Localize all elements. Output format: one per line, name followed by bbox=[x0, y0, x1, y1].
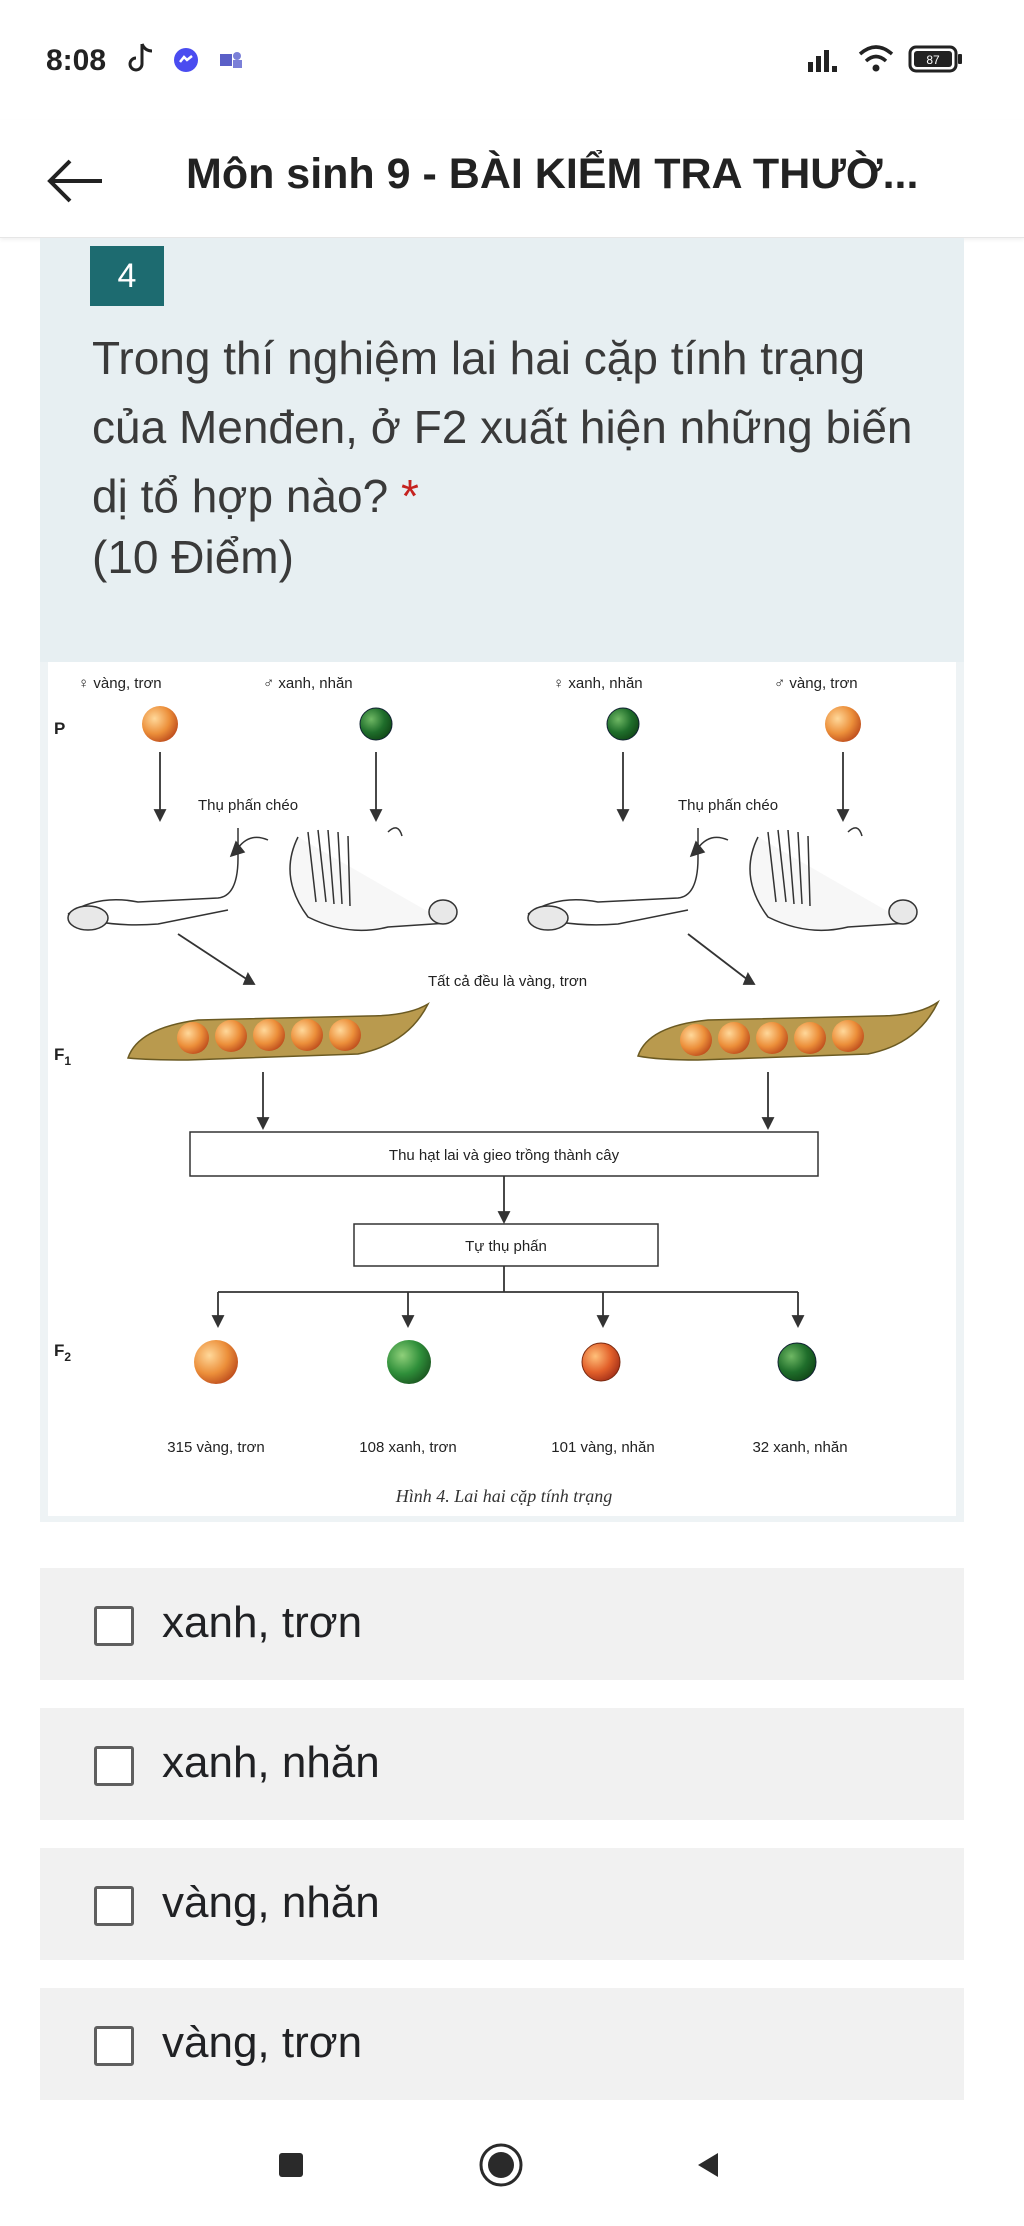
process-box-2 bbox=[353, 1223, 659, 1267]
pea-yellow-smooth bbox=[142, 706, 178, 742]
mendel-cross-diagram: ♀ vàng, trơn ♂ xanh, nhăn ♀ xanh, nhăn ♂… bbox=[54, 675, 940, 1506]
f2-label-2: 108 xanh, trơn bbox=[359, 1439, 456, 1456]
battery-icon: 87 bbox=[908, 45, 962, 73]
pea-yellow-smooth bbox=[194, 1340, 238, 1384]
battery-level: 87 bbox=[926, 53, 940, 67]
option-4[interactable]: vàng, trơn bbox=[40, 1988, 964, 2100]
page-title: Môn sinh 9 - BÀI KIỂM TRA THƯỜ... bbox=[186, 150, 919, 198]
home-icon[interactable] bbox=[476, 2140, 526, 2190]
generation-f2: F2 bbox=[54, 1341, 71, 1364]
f1-note: Tất cả đều là vàng, trơn bbox=[428, 973, 587, 990]
p-arrows bbox=[153, 752, 850, 823]
box1-text: Thu hạt lai và gieo trồng thành cây bbox=[389, 1147, 620, 1164]
f2-label-1: 315 vàng, trơn bbox=[167, 1439, 264, 1456]
app-header: Môn sinh 9 - BÀI KIỂM TRA THƯỜ... bbox=[0, 120, 1024, 238]
pea-green-smooth bbox=[387, 1340, 431, 1384]
status-time: 8:08 bbox=[46, 44, 107, 77]
question-number-badge: 4 bbox=[90, 246, 164, 306]
cross-label-left: Thụ phấn chéo bbox=[198, 797, 298, 814]
pod-left bbox=[126, 1002, 430, 1061]
generation-f1: F1 bbox=[54, 1045, 71, 1068]
p-label-2: ♂ xanh, nhăn bbox=[263, 675, 353, 692]
figure-image: ♀ vàng, trơn ♂ xanh, nhăn ♀ xanh, nhăn ♂… bbox=[48, 662, 956, 1516]
process-box-1 bbox=[189, 1131, 819, 1177]
box1-arrows bbox=[256, 1072, 775, 1131]
question-text: Trong thí nghiệm lai hai cặp tính trạng … bbox=[92, 324, 932, 531]
option-label: vàng, trơn bbox=[162, 2018, 363, 2067]
option-checkbox[interactable] bbox=[94, 2026, 134, 2066]
box2-arrow bbox=[497, 1176, 511, 1225]
status-bar: 8:08 87 bbox=[0, 0, 1024, 120]
f2-label-3: 101 vàng, nhăn bbox=[551, 1439, 654, 1456]
p-label-3: ♀ xanh, nhăn bbox=[553, 675, 643, 692]
f2-label-4: 32 xanh, nhăn bbox=[752, 1439, 847, 1456]
system-nav-bar bbox=[0, 2104, 1024, 2226]
option-checkbox[interactable] bbox=[94, 1746, 134, 1786]
pea-green-wrinkled bbox=[777, 1342, 817, 1382]
generation-p: P bbox=[54, 719, 65, 738]
messenger-icon bbox=[174, 48, 198, 72]
option-label: xanh, nhăn bbox=[162, 1738, 380, 1787]
recents-icon[interactable] bbox=[276, 2150, 306, 2180]
question-text-body: Trong thí nghiệm lai hai cặp tính trạng … bbox=[92, 332, 913, 522]
option-label: xanh, trơn bbox=[162, 1598, 363, 1647]
pod-right bbox=[637, 999, 940, 1061]
option-checkbox[interactable] bbox=[94, 1606, 134, 1646]
signal-icon bbox=[808, 50, 837, 72]
option-2[interactable]: xanh, nhăn bbox=[40, 1708, 964, 1820]
f2-branch-arrows bbox=[211, 1266, 805, 1329]
p-label-4: ♂ vàng, trơn bbox=[774, 675, 858, 692]
option-label: vàng, nhăn bbox=[162, 1878, 380, 1927]
question-figure: ♀ vàng, trơn ♂ xanh, nhăn ♀ xanh, nhăn ♂… bbox=[40, 662, 964, 1522]
required-mark: * bbox=[400, 470, 419, 522]
pea-yellow-smooth bbox=[825, 706, 861, 742]
question-points: (10 Điểm) bbox=[92, 531, 294, 583]
figure-caption: Hình 4. Lai hai cặp tính trạng bbox=[395, 1486, 613, 1506]
option-3[interactable]: vàng, nhăn bbox=[40, 1848, 964, 1960]
question-card: 4 Trong thí nghiệm lai hai cặp tính trạn… bbox=[40, 238, 964, 662]
back-icon[interactable] bbox=[694, 2150, 724, 2180]
option-checkbox[interactable] bbox=[94, 1886, 134, 1926]
p-label-1: ♀ vàng, trơn bbox=[78, 675, 162, 692]
teams-icon bbox=[220, 52, 242, 68]
cross-label-right: Thụ phấn chéo bbox=[678, 797, 778, 814]
f1-arrows bbox=[177, 933, 756, 985]
wifi-icon bbox=[858, 45, 894, 72]
tiktok-icon bbox=[128, 43, 153, 72]
pea-green-wrinkled bbox=[359, 707, 393, 741]
flower-illustration-left bbox=[67, 827, 458, 932]
option-1[interactable]: xanh, trơn bbox=[40, 1568, 964, 1680]
box2-text: Tự thụ phấn bbox=[465, 1238, 547, 1255]
pea-green-wrinkled bbox=[606, 707, 640, 741]
pea-yellow-wrinkled bbox=[581, 1342, 621, 1382]
flower-illustration-right bbox=[527, 827, 918, 932]
back-arrow-icon[interactable] bbox=[40, 146, 110, 216]
